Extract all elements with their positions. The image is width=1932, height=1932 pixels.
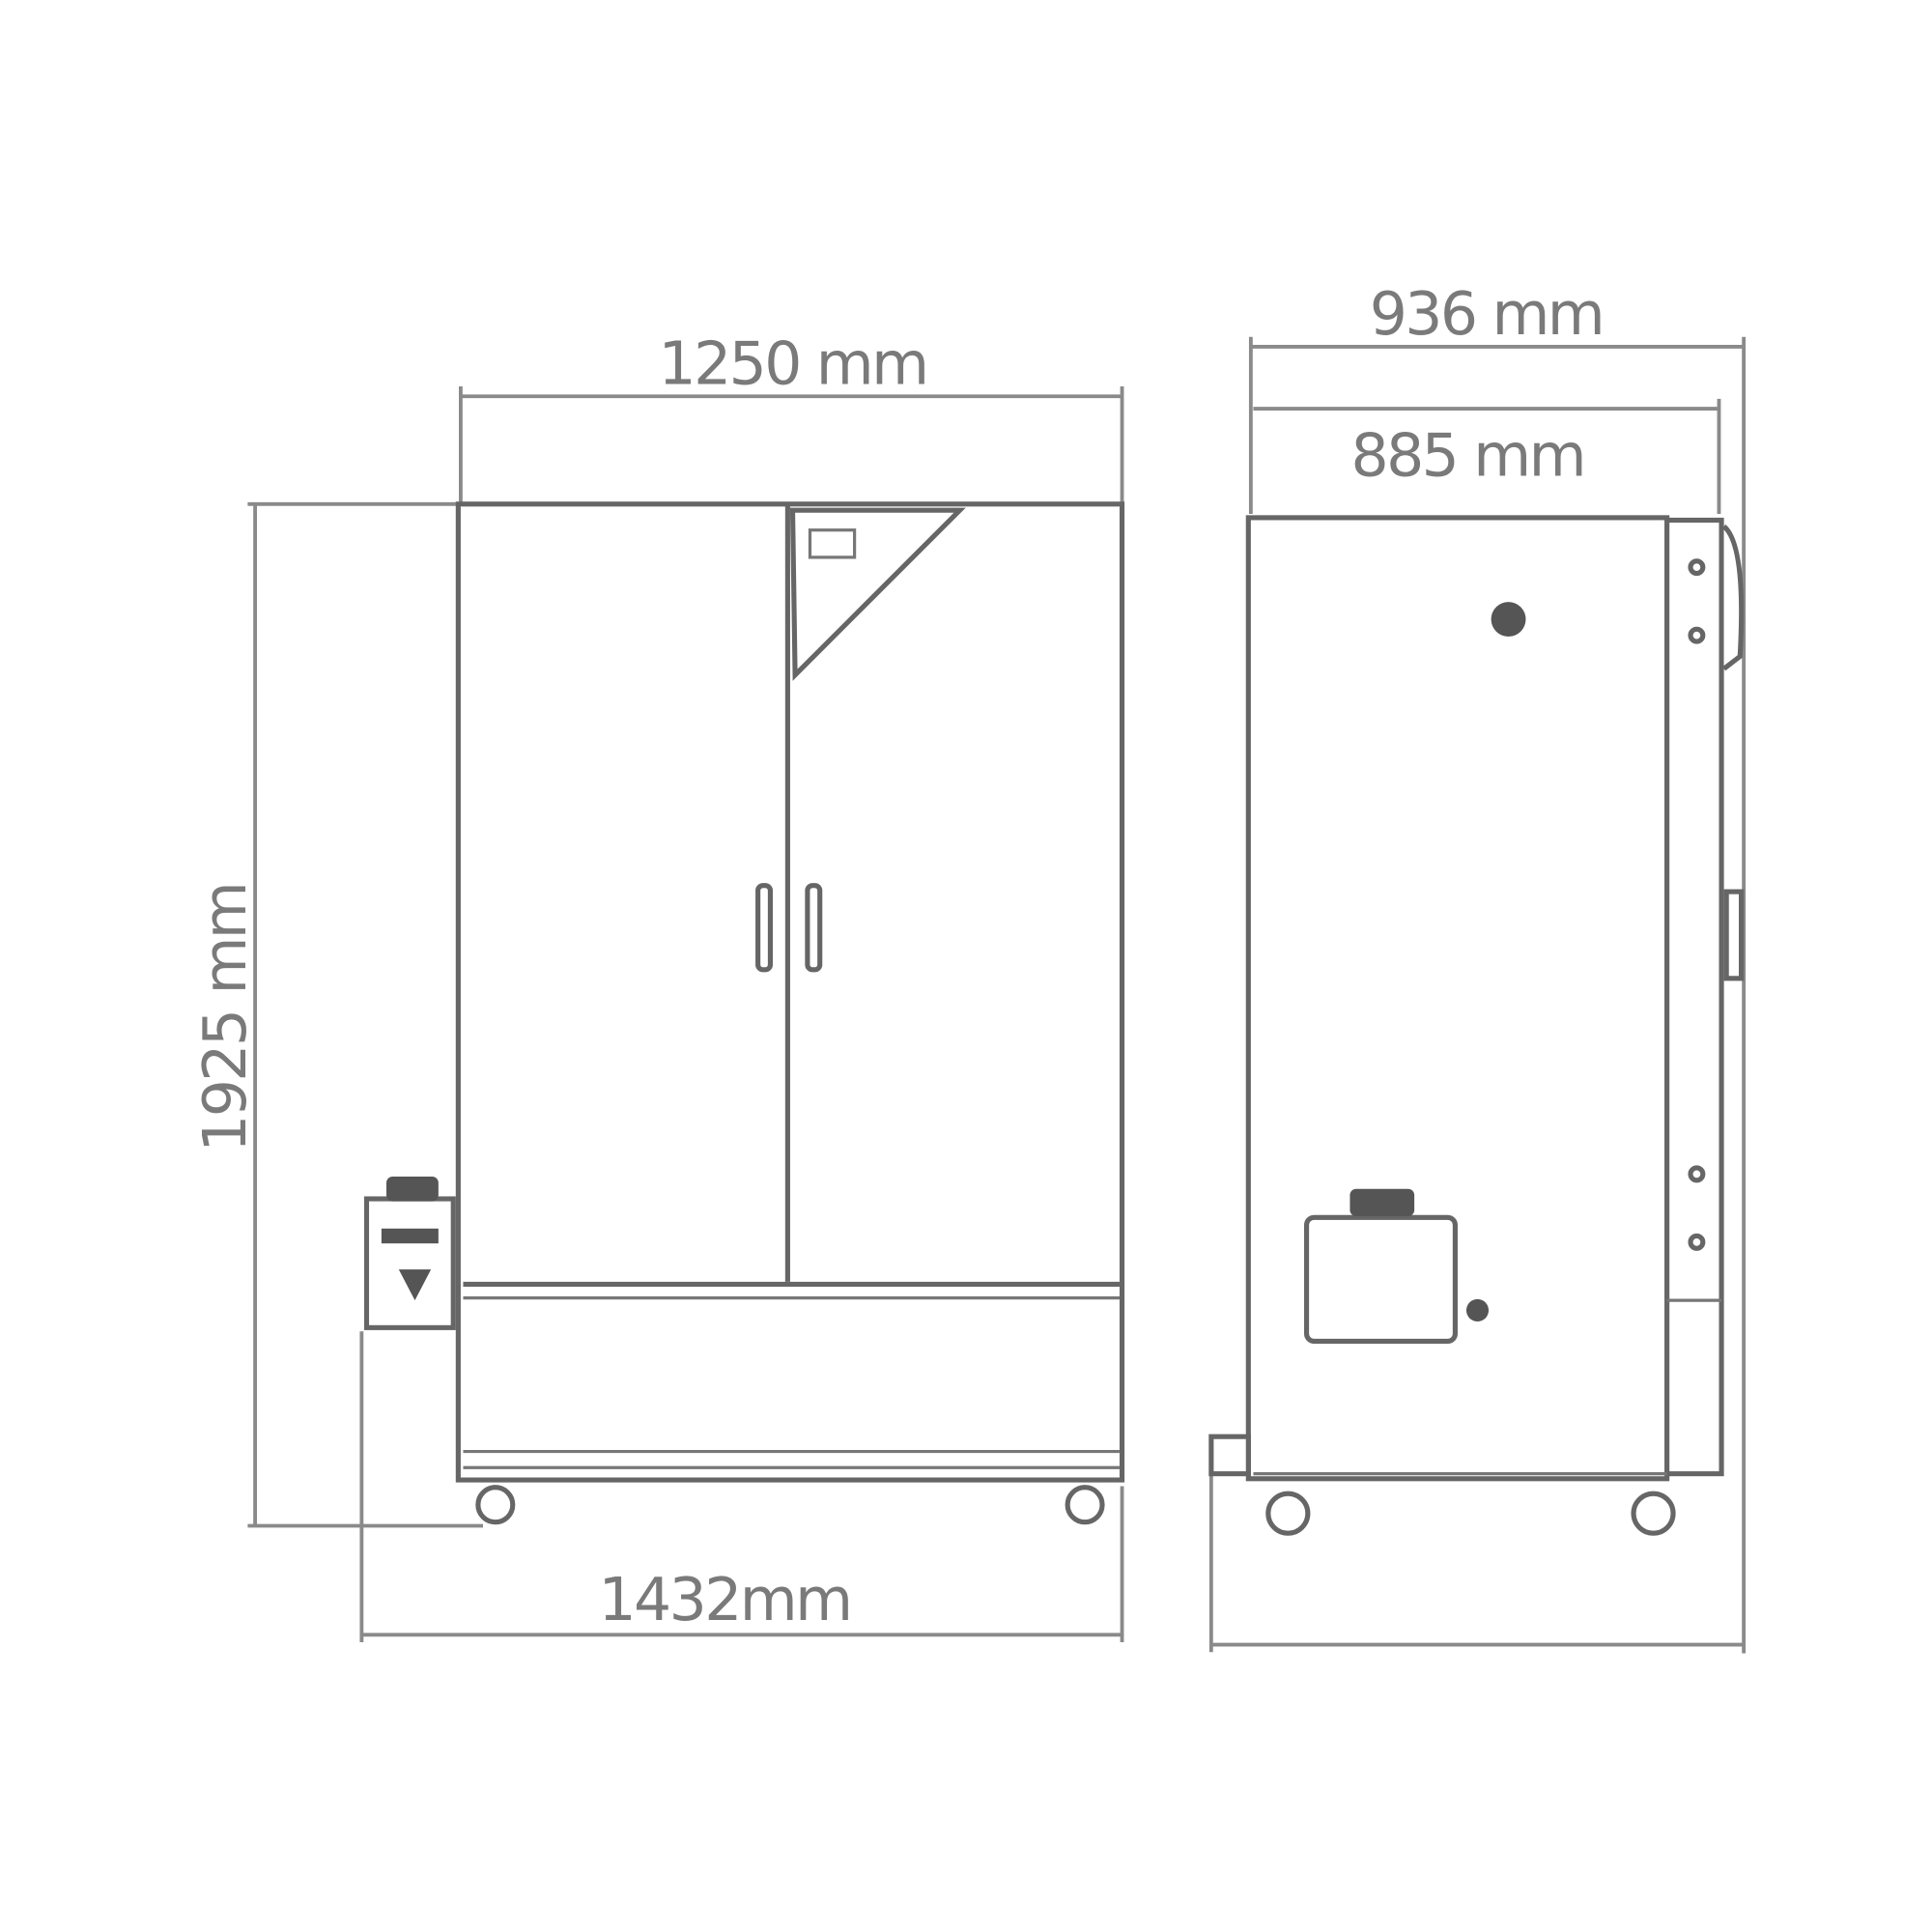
tank-band — [381, 1228, 439, 1244]
hinge — [1688, 1233, 1706, 1251]
caster-wheel — [1631, 1491, 1676, 1536]
water-tank — [363, 1196, 456, 1330]
caster-wheel — [1265, 1491, 1311, 1536]
side-tank-valve — [1465, 1298, 1490, 1321]
rear-connector — [1208, 1434, 1251, 1477]
total-width-label: 1432mm — [598, 1565, 850, 1634]
side-tank-cap — [1350, 1188, 1415, 1216]
tank-valve — [398, 1269, 432, 1301]
depth-total-label: 936 mm — [1370, 279, 1603, 349]
height-label: 1925 mm — [190, 884, 260, 1152]
depth-body-label: 885 mm — [1351, 420, 1584, 490]
side-handle — [1723, 889, 1745, 981]
display-screen — [808, 528, 857, 559]
left-door-handle — [755, 883, 774, 973]
width-label: 1250 mm — [659, 328, 927, 398]
side-view: 936 mm 885 mm — [1208, 279, 1747, 1654]
caster-wheel — [475, 1485, 516, 1525]
control-panel — [789, 507, 966, 681]
side-water-tank — [1304, 1214, 1458, 1345]
hinge — [1688, 558, 1706, 577]
caster-wheel — [1065, 1485, 1105, 1525]
front-view: 1250 mm 1925 mm 1432mm — [190, 328, 1125, 1643]
hinge — [1688, 1165, 1706, 1183]
right-door-handle — [805, 883, 823, 973]
port-knob — [1491, 602, 1526, 637]
control-panel-edge — [1721, 524, 1745, 671]
door-profile — [1664, 517, 1724, 1477]
tank-cap — [386, 1176, 439, 1202]
hinge — [1688, 626, 1706, 644]
